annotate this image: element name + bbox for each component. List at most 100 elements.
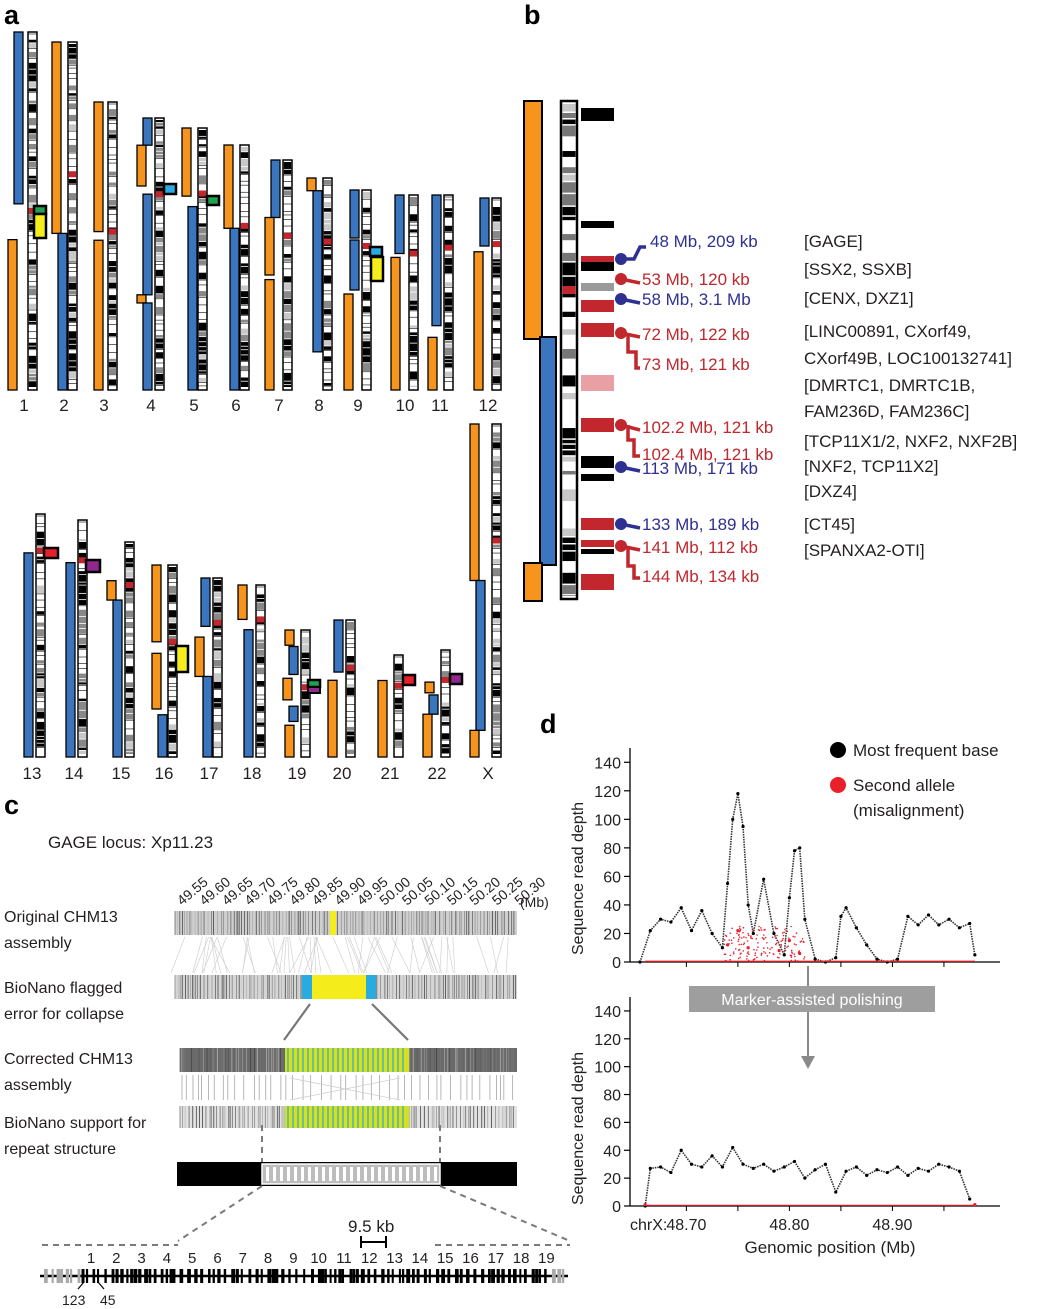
highlight-purple xyxy=(448,672,464,686)
data-point xyxy=(700,1165,704,1169)
band xyxy=(155,129,164,135)
y-tick-label: 120 xyxy=(594,1032,621,1049)
band xyxy=(68,353,77,361)
band xyxy=(198,241,207,247)
data-point xyxy=(968,1197,972,1201)
data-point xyxy=(968,921,972,926)
band xyxy=(78,701,87,710)
centromere xyxy=(68,171,77,178)
repeat-block xyxy=(581,262,614,271)
gene-structure xyxy=(40,1269,568,1283)
band xyxy=(68,339,77,344)
x-tick-label: 48.70 xyxy=(666,1217,706,1234)
band xyxy=(213,606,222,613)
band xyxy=(409,325,418,328)
chromosome-label: 19 xyxy=(288,764,307,783)
repeat-number: 3 xyxy=(137,1250,145,1267)
centromere xyxy=(256,616,265,623)
band xyxy=(492,627,501,631)
bionano-tracks xyxy=(170,911,517,1128)
band xyxy=(198,347,207,351)
array-unit xyxy=(301,1167,304,1181)
band xyxy=(108,295,117,301)
second-allele-scatter xyxy=(747,932,749,935)
band xyxy=(198,136,207,139)
band xyxy=(36,667,45,673)
array-unit xyxy=(371,1167,374,1181)
repeat-number: 1 xyxy=(87,1250,95,1267)
assembly-contig xyxy=(306,177,317,192)
band xyxy=(78,637,87,645)
second-allele-scatter xyxy=(795,932,798,934)
data-point xyxy=(741,1162,745,1166)
band xyxy=(409,229,418,233)
band xyxy=(441,748,450,754)
band xyxy=(444,356,453,359)
alignment-line xyxy=(170,936,186,974)
band xyxy=(323,346,332,350)
band xyxy=(409,351,418,356)
second-allele-scatter xyxy=(736,932,738,934)
band xyxy=(28,219,37,224)
band xyxy=(108,134,117,139)
y-axis-label: Sequence read depth xyxy=(570,802,587,955)
assembly-contig xyxy=(57,232,68,391)
second-allele-scatter xyxy=(737,934,740,936)
y-axis-label: Sequence read depth xyxy=(570,1052,587,1205)
band xyxy=(492,644,501,647)
band xyxy=(492,460,501,467)
chromosome-label: 12 xyxy=(479,396,498,415)
assembly-contig xyxy=(142,117,153,146)
locus-connector xyxy=(620,465,641,473)
band xyxy=(36,679,45,688)
band xyxy=(28,224,37,231)
band xyxy=(28,321,37,324)
exon xyxy=(130,1269,133,1283)
karyotype-bottom xyxy=(23,423,502,758)
band xyxy=(155,120,164,123)
data-point xyxy=(731,1145,735,1150)
band xyxy=(562,234,576,241)
band xyxy=(125,654,134,658)
second-allele-scatter xyxy=(797,951,800,954)
repeat-block xyxy=(581,323,614,337)
band xyxy=(346,684,355,687)
data-point xyxy=(772,1169,776,1173)
second-allele-scatter xyxy=(757,946,759,948)
exon xyxy=(356,1269,359,1283)
exon xyxy=(138,1269,142,1283)
data-point xyxy=(916,1166,920,1170)
second-allele-scatter xyxy=(775,942,778,945)
band xyxy=(108,116,117,120)
locus-position: 73 Mb, 121 kb xyxy=(642,355,750,374)
band xyxy=(492,721,501,726)
band xyxy=(346,687,355,696)
second-allele-scatter xyxy=(754,954,756,957)
band xyxy=(444,363,453,368)
band xyxy=(492,353,501,361)
chromosome-label: 14 xyxy=(65,764,84,783)
band xyxy=(562,151,576,157)
band xyxy=(108,241,117,245)
band xyxy=(283,283,292,291)
band xyxy=(28,369,37,374)
exon xyxy=(194,1269,198,1283)
assembly-contig xyxy=(394,194,405,255)
band xyxy=(409,300,418,305)
second-allele-scatter xyxy=(786,946,788,949)
band xyxy=(28,285,37,288)
band xyxy=(562,444,576,449)
repeat-block xyxy=(581,375,614,391)
band xyxy=(213,721,222,730)
second-allele-scatter xyxy=(745,936,747,939)
second-allele-scatter xyxy=(742,931,744,934)
alignment-line xyxy=(505,936,509,974)
band xyxy=(492,728,501,735)
exon xyxy=(501,1269,505,1283)
band xyxy=(28,363,37,369)
locus-connector xyxy=(620,423,641,432)
band xyxy=(362,306,371,313)
second-allele-scatter xyxy=(747,934,750,937)
second-allele-scatter xyxy=(728,939,730,941)
exon xyxy=(441,1269,445,1283)
